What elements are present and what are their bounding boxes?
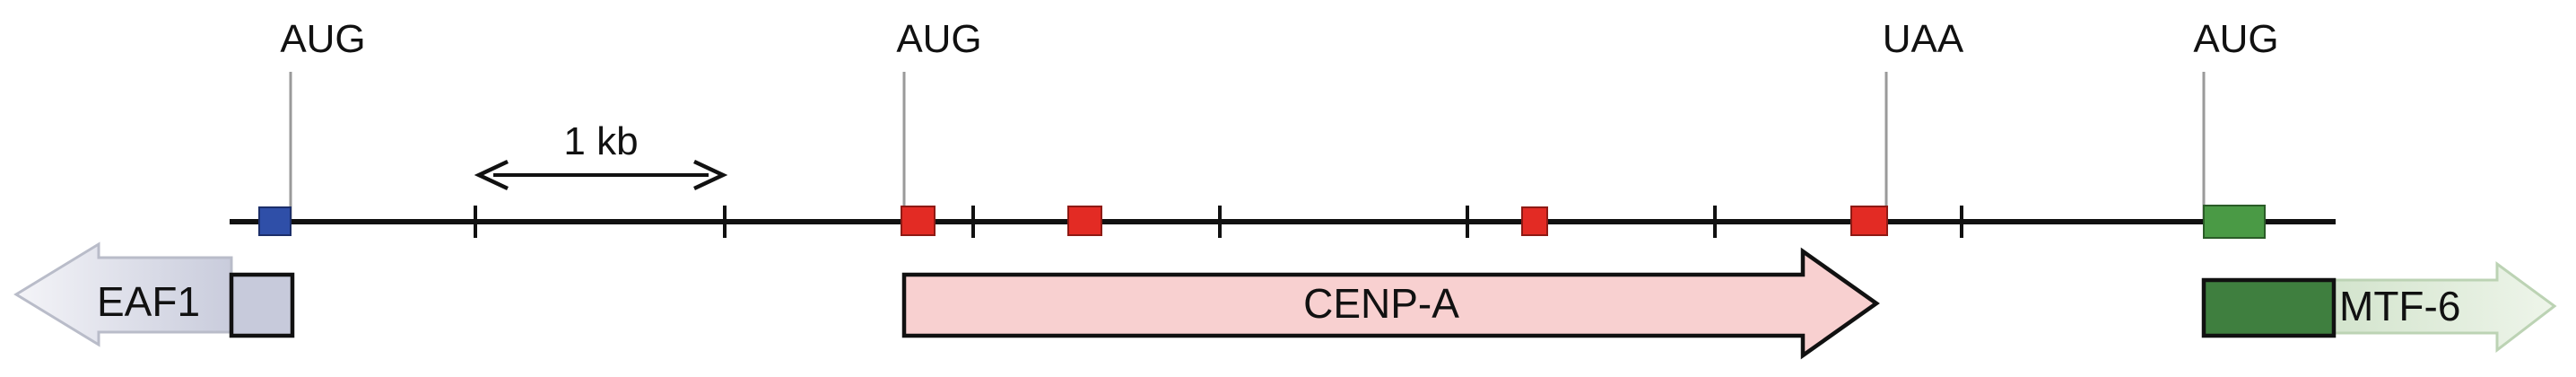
scale-bar-label: 1 kb	[563, 119, 638, 163]
cenpa-exon-1	[901, 206, 936, 236]
cenpa-exon-2	[1067, 206, 1102, 236]
cenpa-arrow-body	[901, 247, 1880, 360]
eaf1-coding-box	[229, 272, 295, 338]
mtf6-start-codon-label: AUG	[2193, 17, 2278, 61]
cenpa-exon-3	[1521, 206, 1548, 236]
mtf6-gene-label: MTF-6	[2339, 283, 2460, 329]
scale-bar: 1 kb	[474, 119, 728, 191]
mtf6-arrow-body	[2330, 261, 2557, 354]
cenpa-gene-label: CENP-A	[1303, 280, 1459, 327]
scale-bar-right-arrowhead	[693, 159, 728, 191]
eaf1-exon	[258, 206, 292, 236]
eaf1-arrow-body	[13, 241, 233, 347]
mtf6-gene-arrow: MTF-6	[2201, 261, 2557, 354]
cenpa-gene-arrow: CENP-A	[901, 247, 1880, 360]
scale-bar-left-arrowhead	[474, 159, 509, 191]
eaf1-gene-label: EAF1	[97, 278, 200, 325]
cenpa-stop-codon-label: UAA	[1883, 17, 1964, 61]
eaf1-start-codon-label: AUG	[280, 17, 365, 61]
cenpa-start-codon-label: AUG	[896, 17, 981, 61]
mtf6-coding-box	[2201, 277, 2337, 338]
eaf1-gene-arrow: EAF1	[13, 241, 295, 347]
cenpa-exon-4	[1850, 206, 1888, 236]
kb-tick-marks	[474, 206, 1963, 238]
mtf6-exon	[2203, 205, 2266, 239]
